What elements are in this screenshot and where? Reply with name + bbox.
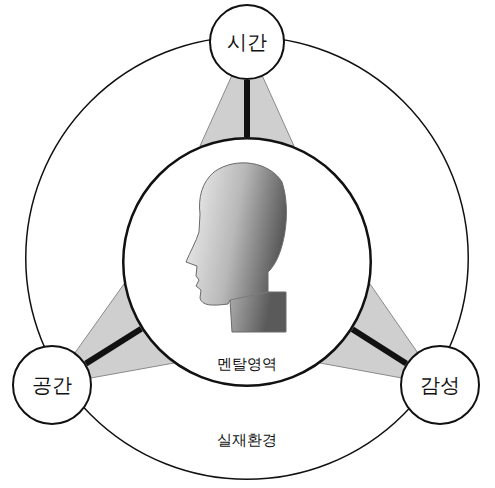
head-profile [186,163,286,332]
area-label: 실재환경 [25,431,469,450]
factor-circle: 시간 [209,4,285,80]
circle-outline [123,138,371,386]
circle-outline [26,37,469,480]
connector-bar [86,329,141,364]
connector-bar [244,80,250,137]
factor-label: 공간 [12,372,92,399]
factor-circle: 공간 [12,345,92,425]
factor-label: 시간 [209,29,285,56]
area-label: 멘탈영역 [122,355,372,374]
factor-circle: 감성 [400,345,480,425]
circle-outline [210,5,284,79]
connector-bar [352,329,406,363]
circle-outline [401,346,479,424]
factor-label: 감성 [400,372,480,399]
circle-outline [13,346,91,424]
jaw-line [230,292,268,300]
